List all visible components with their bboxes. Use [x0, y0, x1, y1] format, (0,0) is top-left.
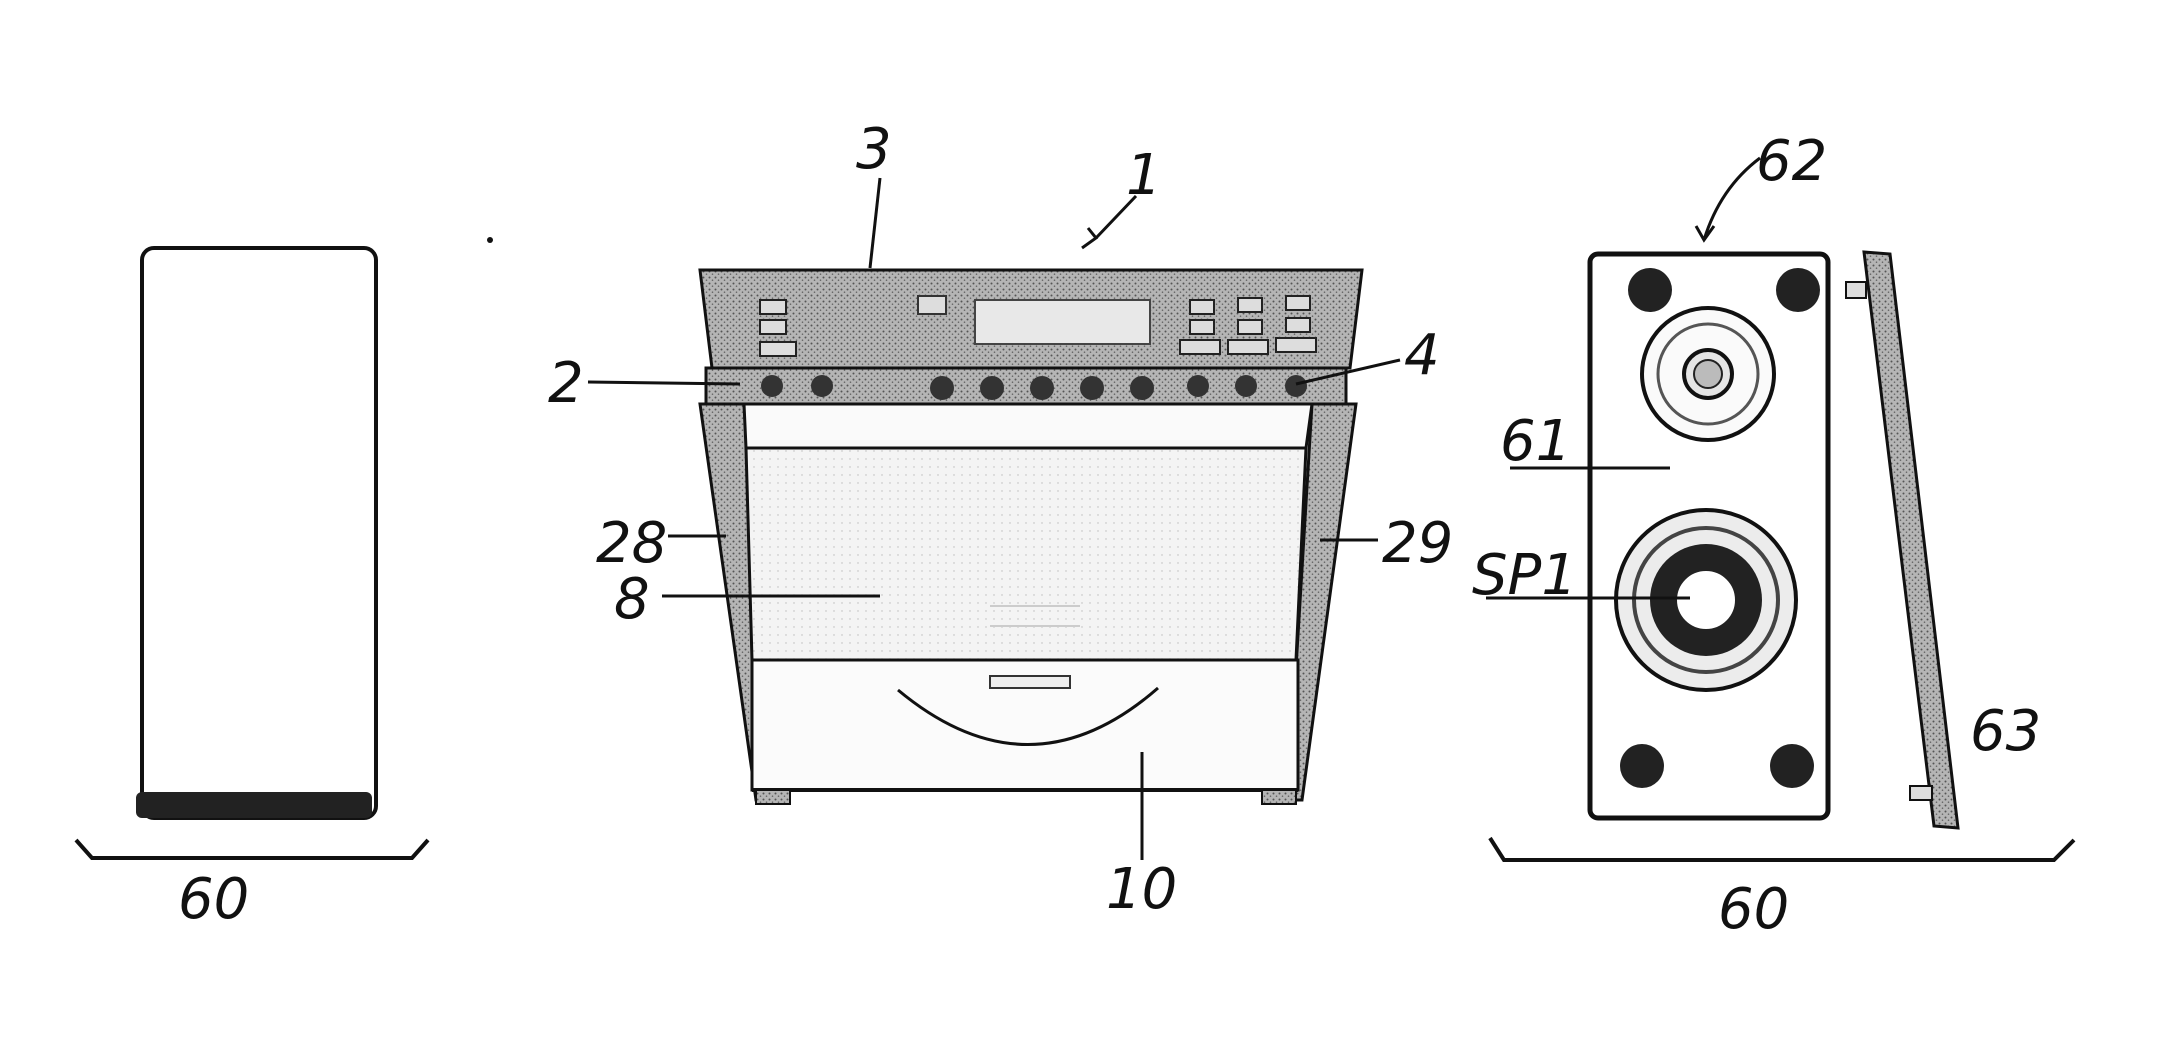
label-speaker-front: 61	[1500, 409, 1571, 474]
left-speaker-base	[136, 792, 372, 818]
right-speaker: 62 61 SP1 63 60	[1472, 129, 2076, 942]
speaker-grille	[1862, 250, 1960, 830]
right-speaker-bracket	[1488, 836, 2076, 862]
tweeter	[1640, 306, 1776, 442]
main-unit: 3 1 2 4 28 29 8 10	[548, 117, 1453, 922]
small-indicator	[917, 295, 947, 315]
knob-row	[761, 375, 1307, 400]
disc-arc	[897, 686, 1159, 746]
tray-handle	[989, 675, 1071, 689]
top-right-buttons	[1179, 295, 1317, 355]
left-speaker: 60	[74, 246, 430, 932]
label-left-side: 28	[596, 511, 667, 576]
woofer	[1614, 508, 1798, 692]
stray-dot	[487, 237, 493, 243]
display-window	[744, 446, 1308, 662]
label-speaker-top: 62	[1756, 129, 1827, 194]
label-tray-door: 10	[1106, 857, 1177, 922]
label-front-panel: 2	[548, 351, 584, 416]
label-speaker-right: 60	[1718, 877, 1789, 942]
main-leaders	[587, 177, 1401, 860]
display-screen	[974, 299, 1151, 345]
left-speaker-bracket	[74, 838, 430, 860]
label-right-side: 29	[1382, 511, 1453, 576]
label-knob-row: 4	[1404, 323, 1440, 388]
speaker-leaders	[1486, 156, 1761, 600]
left-speaker-body	[140, 246, 378, 820]
label-unit-arrow: 1	[1126, 143, 1162, 208]
upper-bezel	[742, 402, 1314, 450]
label-main-unit: 3	[856, 117, 892, 182]
label-speaker-grille: 63	[1970, 699, 2041, 764]
label-display-window: 8	[614, 567, 650, 632]
label-speaker-left: 60	[178, 867, 249, 932]
top-left-buttons	[759, 299, 797, 357]
label-speaker-driver: SP1	[1472, 543, 1577, 608]
